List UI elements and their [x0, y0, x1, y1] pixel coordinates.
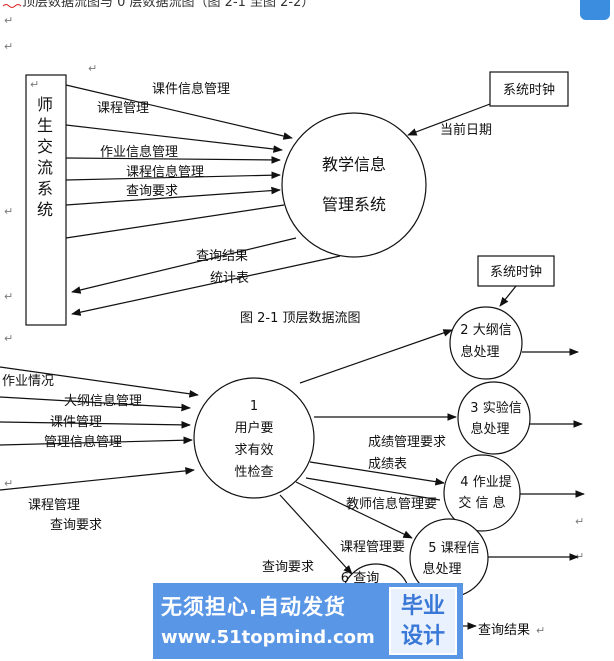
- label-courseware: 课件管理: [50, 415, 102, 430]
- flow-in-5: [65, 186, 281, 206]
- svg-text:↵: ↵: [575, 515, 584, 528]
- process-5-line2: 息处理: [422, 561, 461, 577]
- watermark-site: www.51topmind.com: [161, 627, 375, 648]
- process-1-circle: [193, 377, 315, 499]
- flow-label-course-info: 课程信息管理: [126, 164, 204, 180]
- flow-label-homework: 作业信息管理: [100, 144, 178, 160]
- process-3-line1: 3 实验信: [470, 400, 521, 416]
- svg-text:流: 流: [37, 158, 53, 177]
- process-2-line2: 息处理: [460, 344, 499, 360]
- svg-text:↵: ↵: [4, 40, 13, 53]
- process-main-line1: 教学信息: [322, 155, 386, 174]
- label-course-req: 课程管理要: [340, 540, 405, 555]
- flow-clock-to-p2: [499, 285, 517, 307]
- process-3-circle: [457, 381, 531, 455]
- svg-text:↵: ↵: [30, 78, 39, 91]
- flow-p1-p4: [309, 461, 445, 486]
- watermark-badge-line1: 毕业: [400, 594, 445, 619]
- process-4-circle: [443, 454, 521, 532]
- process-2-line1: 2 大纲信: [460, 323, 511, 338]
- svg-text:↵: ↵: [4, 332, 13, 345]
- flow-in-homework: [0, 366, 199, 398]
- paragraph-marks: ↵ ↵ ↵ ↵ ↵ ↵ ↵ ↵ ↵: [4, 14, 584, 563]
- process-1-line2: 求有效: [234, 443, 273, 458]
- process-main-circle: [281, 112, 427, 258]
- flow-in-6: [65, 204, 285, 239]
- clock-box-1: [489, 71, 569, 107]
- flow-label-results: 查询结果: [196, 249, 248, 264]
- process-5-line1: 5 课程信: [428, 541, 479, 556]
- flow-in-4: [65, 171, 281, 181]
- label-outline: 大纲信息管理: [64, 393, 142, 409]
- clock-label-1: 系统时钟: [503, 82, 555, 98]
- label-homework: 作业情况: [2, 374, 54, 389]
- flow-in-2: [65, 124, 283, 153]
- flow-p1-p4b: [305, 477, 441, 501]
- flow-p1-p5: [295, 481, 413, 539]
- process-1-number: 1: [250, 399, 258, 414]
- watermark-slogan: 无须担心.自动发货: [161, 595, 346, 619]
- flow-out-stats: [71, 255, 341, 316]
- svg-text:↵: ↵: [4, 14, 13, 27]
- svg-text:↵: ↵: [575, 550, 584, 563]
- spell-underline: [2, 4, 22, 8]
- clock-label-2: 系统时钟: [490, 264, 542, 280]
- flow-p1-p2: [299, 329, 453, 384]
- flow-in-1: [65, 84, 293, 140]
- label-query-result: 查询结果: [478, 623, 530, 638]
- flow-label-courseware: 课件信息管理: [152, 81, 230, 97]
- label-grade-table: 成绩表: [368, 457, 407, 472]
- label-query-req: 查询要求: [50, 518, 102, 533]
- flow-clock-to-main: [407, 103, 491, 136]
- process-2-circle: [449, 306, 523, 380]
- clock-box-2: [477, 255, 555, 287]
- process-6-label: 6 查询: [341, 571, 379, 586]
- svg-text:↵: ↵: [536, 624, 545, 637]
- svg-text:↵: ↵: [88, 62, 97, 75]
- svg-text:生: 生: [37, 116, 53, 135]
- label-teacher-info: 教师信息管理要: [346, 496, 437, 512]
- flow-label-query: 查询要求: [126, 184, 178, 199]
- svg-text:统: 统: [37, 200, 53, 219]
- flow-label-stats: 统计表: [210, 271, 249, 286]
- process-main-line2: 管理系统: [322, 195, 386, 214]
- flow-in-course-mgmt: [0, 467, 195, 491]
- watermark-banner: 无须担心.自动发货 www.51topmind.com 毕业 设计: [153, 583, 463, 659]
- label-query-req-2: 查询要求: [262, 560, 314, 575]
- label-course-mgmt: 课程管理: [28, 498, 80, 513]
- external-entity-label: 师 生 交 流 系 统: [37, 95, 53, 219]
- watermark-badge-line2: 设计: [400, 624, 445, 649]
- svg-text:↵: ↵: [4, 290, 13, 303]
- svg-text:交: 交: [37, 137, 53, 156]
- svg-text:师: 师: [37, 95, 53, 114]
- process-4-line1: 4 作业提: [460, 474, 511, 490]
- label-admin-info: 管理信息管理: [44, 434, 122, 450]
- flow-out-results: [71, 237, 297, 294]
- label-grade-req: 成绩管理要求: [368, 435, 446, 450]
- process-1-line1: 用户要: [234, 420, 273, 436]
- flow-in-3: [65, 156, 281, 164]
- watermark-badge: 毕业 设计: [389, 587, 457, 655]
- flow-in-courseware: [0, 421, 191, 429]
- svg-text:↵: ↵: [4, 205, 13, 218]
- flow-in-outline: [0, 396, 191, 412]
- figure-caption-2-1: 图 2-1 顶层数据流图: [240, 311, 361, 326]
- flow-in-admin-info: [0, 436, 193, 446]
- process-3-line2: 息处理: [470, 421, 509, 437]
- flow-label-course: 课程管理: [97, 101, 149, 116]
- flow-p1-p6: [279, 494, 353, 575]
- svg-text:↵: ↵: [4, 477, 13, 490]
- external-entity-box: [25, 74, 67, 326]
- current-date-label: 当前日期: [440, 122, 492, 138]
- header-text: 顶层数据流图与 0 层数据流图（图 2-1 至图 2-2）: [22, 0, 314, 10]
- svg-text:系: 系: [37, 179, 53, 198]
- cloud-icon: [580, 0, 610, 20]
- process-4-line2: 交 信 息: [458, 495, 505, 511]
- process-1-line3: 性检查: [234, 465, 273, 480]
